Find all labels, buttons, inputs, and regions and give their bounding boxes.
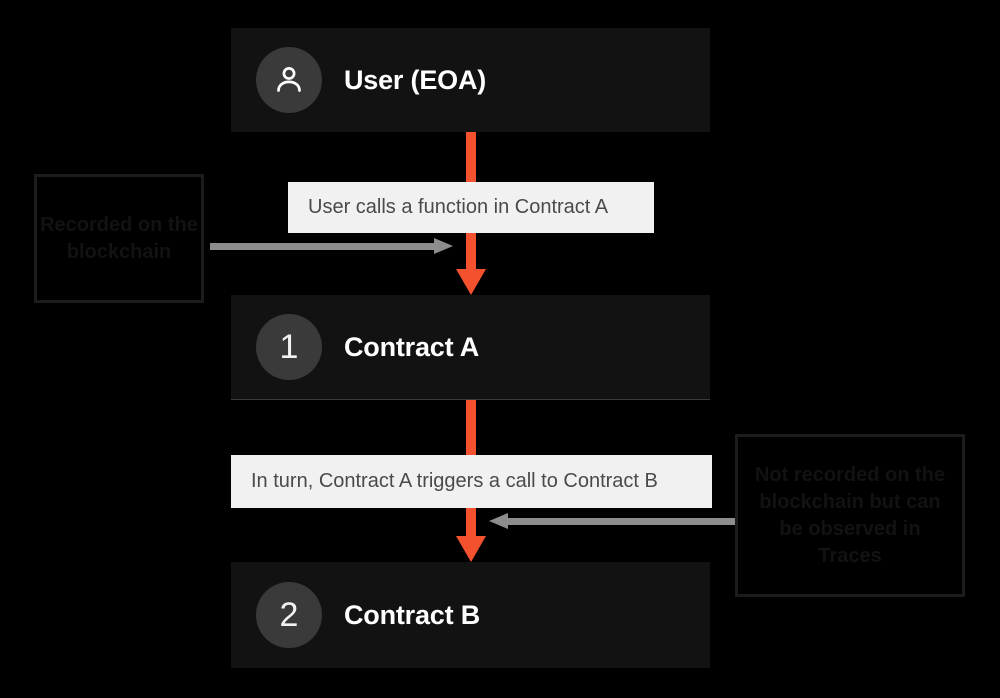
caption-step-2-text: In turn, Contract A triggers a call to C… bbox=[251, 470, 658, 492]
connector-shaft bbox=[508, 518, 736, 525]
annotation-not-recorded-text: Not recorded on the blockchain but can b… bbox=[754, 463, 945, 567]
caption-step-1-text: User calls a function in Contract A bbox=[308, 196, 609, 218]
annotation-recorded-text: Recorded on the blockchain bbox=[40, 213, 198, 263]
flow-arrow-caption2-to-contract-b bbox=[455, 508, 487, 562]
connector-head bbox=[434, 238, 453, 254]
caption-step-2: In turn, Contract A triggers a call to C… bbox=[231, 455, 712, 508]
step-number-1: 1 bbox=[279, 328, 299, 366]
person-icon bbox=[272, 63, 306, 97]
person-icon-badge bbox=[256, 47, 322, 113]
connector-head bbox=[489, 513, 508, 529]
step-number-badge-1: 1 bbox=[256, 314, 322, 380]
connector-arrow-left-icon bbox=[489, 513, 736, 529]
annotation-not-recorded-on-blockchain: Not recorded on the blockchain but can b… bbox=[735, 434, 965, 597]
node-contract-b[interactable]: 2 Contract B bbox=[231, 562, 710, 668]
node-contract-a[interactable]: 1 Contract A bbox=[231, 295, 710, 400]
arrow-shaft bbox=[466, 233, 476, 271]
arrow-shaft bbox=[466, 508, 476, 538]
node-contract-b-label: Contract B bbox=[344, 599, 481, 630]
connector-shaft bbox=[210, 243, 436, 250]
arrow-shaft bbox=[466, 400, 476, 455]
node-contract-a-label: Contract A bbox=[344, 331, 480, 362]
node-user[interactable]: User (EOA) bbox=[231, 28, 710, 132]
node-user-label: User (EOA) bbox=[344, 64, 487, 95]
step-number-badge-2: 2 bbox=[256, 582, 322, 648]
flow-arrow-caption1-to-contract-a bbox=[455, 233, 487, 295]
arrow-head-down-icon bbox=[456, 269, 486, 295]
arrow-head-down-icon bbox=[456, 536, 486, 562]
step-number-2: 2 bbox=[279, 596, 299, 634]
connector-arrow-right-icon bbox=[210, 238, 453, 254]
flow-arrow-contract-a-to-caption2 bbox=[455, 400, 487, 455]
annotation-recorded-on-blockchain: Recorded on the blockchain bbox=[34, 174, 204, 303]
flow-arrow-user-to-caption1 bbox=[455, 132, 487, 183]
caption-step-1: User calls a function in Contract A bbox=[288, 182, 654, 233]
arrow-shaft bbox=[466, 132, 476, 183]
